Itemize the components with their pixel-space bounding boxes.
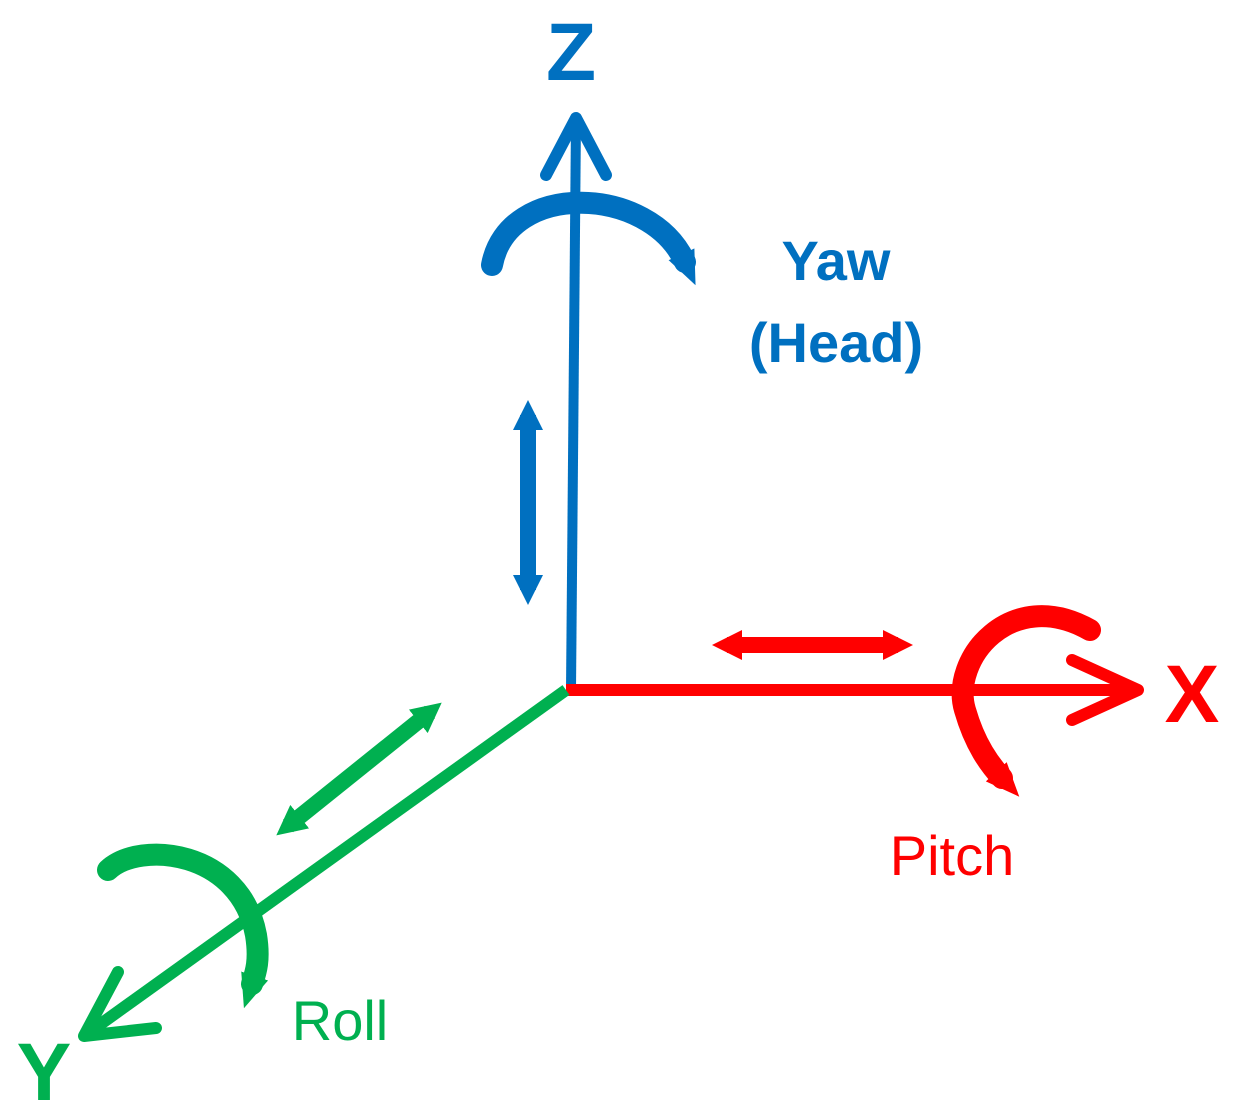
roll-label: Roll <box>292 989 388 1052</box>
roll-rotation-arrow <box>97 843 269 1009</box>
y-axis: Y <box>17 685 570 1118</box>
pitch-rotation-arrow <box>951 605 1101 797</box>
yaw-head-label: (Head) <box>749 311 923 374</box>
yaw-rotation-arrow <box>481 191 696 286</box>
z-axis-label: Z <box>546 7 596 98</box>
z-axis-arrowhead <box>540 112 612 181</box>
y-axis-arrowhead <box>78 966 162 1042</box>
y-axis-label: Y <box>17 1027 72 1118</box>
x-axis-label: X <box>1165 649 1220 740</box>
yaw-label: Yaw <box>782 229 891 292</box>
y-axis-line <box>80 685 570 1041</box>
y-translation-arrow <box>276 702 442 836</box>
x-axis: X <box>566 649 1219 740</box>
pitch-label: Pitch <box>890 824 1015 887</box>
z-axis: Z <box>540 7 612 691</box>
x-axis-arrowhead <box>1066 654 1144 726</box>
